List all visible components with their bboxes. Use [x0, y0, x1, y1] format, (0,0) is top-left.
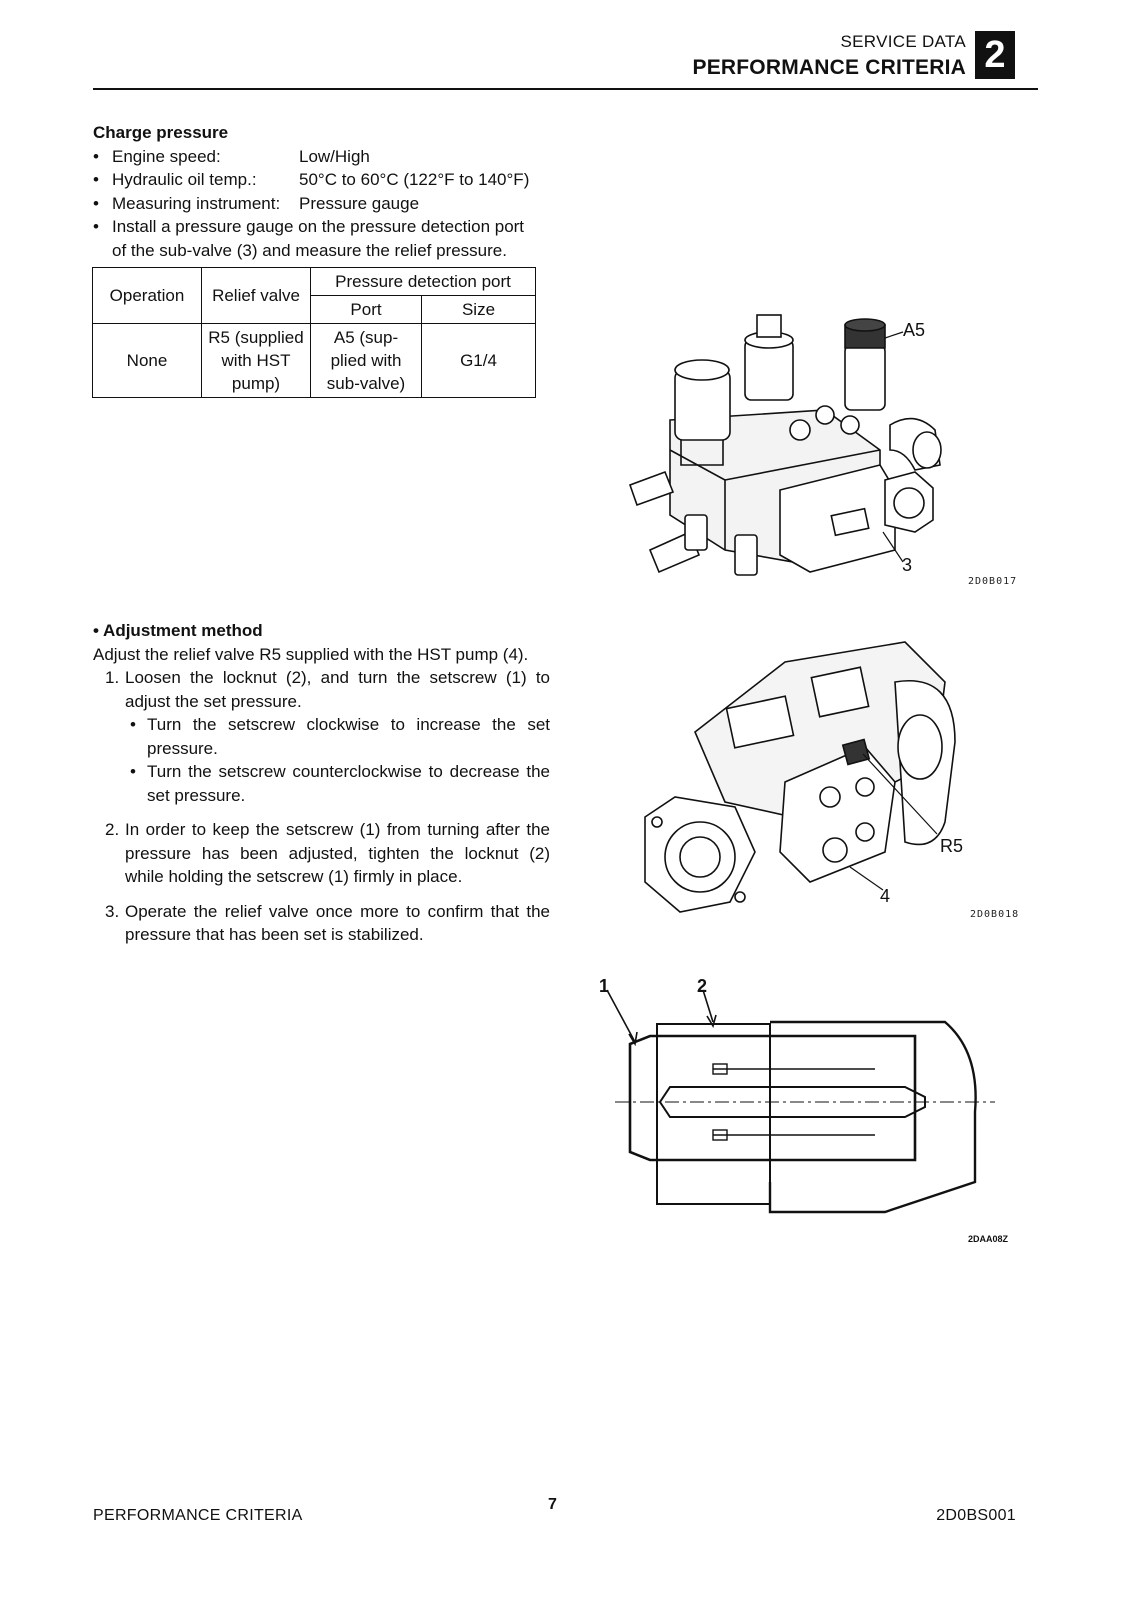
callout-2-locknut: 2 [697, 976, 708, 996]
th-port: Port [310, 295, 422, 324]
spec-item-oil-temp: Hydraulic oil temp.: 50°C to 60°C (122°F… [93, 168, 550, 192]
spec-value: 50°C to 60°C (122°F to 140°F) [299, 170, 530, 189]
sub-valve-illustration [628, 314, 942, 576]
relief-valve-cross-section [606, 989, 995, 1214]
adjustment-intro: Adjust the relief valve R5 supplied with… [93, 644, 529, 664]
chapter-badge: 2 [975, 31, 1015, 79]
charge-pressure-heading: Charge pressure [93, 123, 229, 142]
figure-code: 2D0B018 [970, 909, 1020, 920]
step-3: 3. Operate the relief valve once more to… [93, 900, 550, 947]
th-operation: Operation [92, 267, 202, 324]
relief-pressure-table: Operation Relief valve Pressure detectio… [92, 267, 536, 398]
spec-value: Low/High [299, 146, 370, 166]
spec-key: Measuring instrument: [112, 193, 281, 213]
callout-r5: R5 [940, 836, 964, 856]
figure-hst-pump: R5 4 2D0B018 [635, 622, 1025, 922]
step-2: 2. In order to keep the setscrew (1) fro… [93, 818, 550, 889]
td-relief-valve: R5 (supplied with HST pump) [201, 323, 311, 398]
step-text: In order to keep the setscrew (1) from t… [125, 820, 550, 886]
spec-key: Hydraulic oil temp.: [112, 170, 257, 189]
header-section: SERVICE DATA [840, 32, 966, 51]
td-operation: None [92, 323, 202, 398]
figure-relief-valve-section: 1 2 2DAA08Z [595, 972, 1025, 1247]
spec-item-instrument: Measuring instrument: Pressure gauge [93, 192, 550, 216]
hst-pump-illustration [644, 641, 956, 913]
figure-sub-valve: A5 3 2D0B017 [615, 300, 1025, 595]
header-rule [93, 88, 1038, 90]
install-line: Install a pressure gauge on the pressure… [112, 217, 525, 236]
cell-line: plied with [330, 351, 402, 370]
step-text: Loosen the locknut (2), and turn the set… [125, 668, 550, 711]
spec-item-engine-speed: Engine speed: Low/High [93, 145, 550, 169]
th-relief-valve: Relief valve [201, 267, 311, 324]
adjustment-section: • Adjustment method Adjust the relief va… [93, 619, 550, 947]
step-1-sub-counterclockwise: Turn the setscrew counterclockwise to de… [125, 760, 550, 807]
callout-1-setscrew: 1 [599, 976, 610, 996]
cell-line: sub-valve) [326, 374, 406, 393]
figure-code: 2DAA08Z [968, 1234, 1009, 1244]
page-number: 7 [548, 1496, 557, 1513]
footer-section-name: PERFORMANCE CRITERIA [93, 1507, 303, 1524]
callout-4: 4 [880, 886, 891, 906]
figure-code: 2D0B017 [968, 576, 1018, 587]
callout-3: 3 [902, 555, 913, 575]
adjustment-heading: • Adjustment method [93, 621, 263, 640]
th-size: Size [421, 295, 536, 324]
step-1: 1. Loosen the locknut (2), and turn the … [93, 666, 550, 807]
install-instruction: Install a pressure gauge on the pressure… [93, 215, 550, 262]
footer-doc-code: 2D0BS001 [936, 1507, 1016, 1524]
step-number: 2. [105, 820, 120, 839]
spec-key: Engine speed: [112, 146, 221, 166]
step-1-sub-clockwise: Turn the setscrew clockwise to increase … [125, 713, 550, 760]
td-port: A5 (sup- plied with sub-valve) [310, 323, 422, 398]
header-title: PERFORMANCE CRITERIA [692, 56, 966, 79]
step-text: Operate the relief valve once more to co… [125, 901, 550, 945]
charge-pressure-section: Charge pressure Engine speed: Low/High H… [93, 121, 550, 262]
step-number: 1. [105, 668, 120, 687]
install-line: of the sub-valve (3) and measure the rel… [112, 240, 507, 260]
spec-value: Pressure gauge [299, 193, 420, 213]
callout-a5: A5 [903, 320, 926, 340]
cell-line: R5 (supplied [208, 328, 304, 347]
th-pressure-detection-port: Pressure detection port [310, 267, 536, 296]
cell-line: pump) [231, 374, 281, 393]
cell-line: A5 (sup- [333, 328, 399, 347]
td-size: G1/4 [421, 323, 536, 398]
step-number: 3. [105, 901, 120, 921]
cell-line: with HST [221, 351, 291, 370]
